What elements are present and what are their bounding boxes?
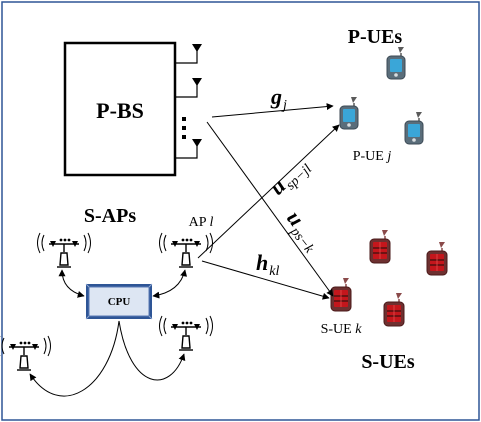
s-aps-label: S-APs — [84, 205, 136, 227]
ellipsis-dots — [182, 117, 186, 139]
cpu-label: CPU — [108, 296, 131, 308]
p-ue-j-label: P-UE j — [353, 149, 392, 164]
channel-arrows — [197, 103, 340, 300]
cpu-icon — [85, 283, 153, 320]
fronthaul-links — [29, 269, 188, 397]
ap-l-label: AP l — [189, 215, 214, 230]
s-ue-k-label: S-UE k — [321, 322, 363, 337]
channel-h-label: hkl — [256, 250, 279, 279]
channel-g-label: gj — [270, 84, 287, 113]
p-ues-label: P-UEs — [348, 26, 403, 48]
p-bs-box — [63, 41, 177, 177]
p-bs-antennas — [175, 49, 198, 159]
s-ues-label: S-UEs — [361, 351, 415, 373]
p-bs-label: P-BS — [96, 98, 144, 123]
